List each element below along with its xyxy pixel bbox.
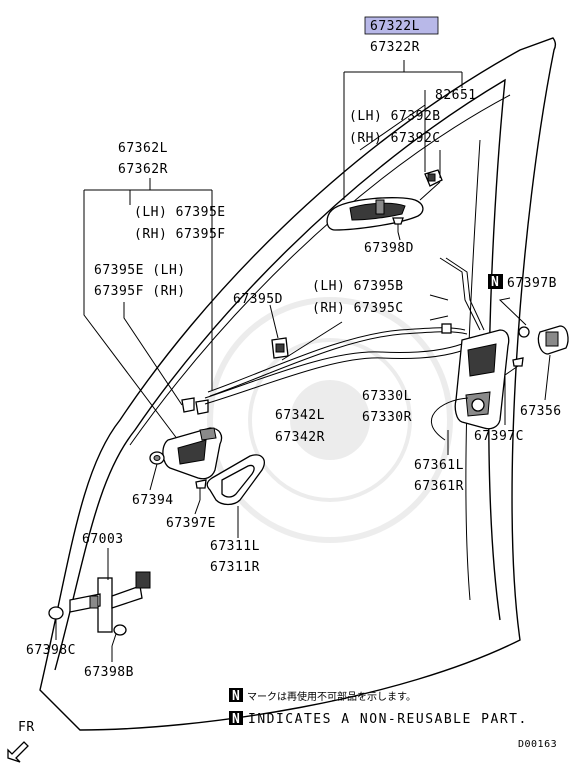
label-67362l[interactable]: 67362L xyxy=(118,141,168,156)
label-82651[interactable]: 82651 xyxy=(435,88,477,103)
label-67395e-right[interactable]: (LH) 67395E xyxy=(134,205,226,220)
bolt-67398b xyxy=(111,624,127,647)
front-arrow-icon xyxy=(7,741,29,763)
front-direction-indicator: FR xyxy=(7,720,35,763)
label-67342r[interactable]: 67342R xyxy=(275,430,325,445)
handle-cover-82651 xyxy=(424,169,443,187)
fr-label: FR xyxy=(18,720,35,735)
label-67395c[interactable]: (RH) 67395C xyxy=(312,301,404,316)
clip-67395e xyxy=(181,397,195,413)
label-67003[interactable]: 67003 xyxy=(82,532,124,547)
label-67361l[interactable]: 67361L xyxy=(414,458,464,473)
label-67398b[interactable]: 67398B xyxy=(84,665,134,680)
legend-symbol-2: N xyxy=(232,712,240,727)
symbol-n-67397b: N xyxy=(491,275,499,290)
label-67311r[interactable]: 67311R xyxy=(210,560,260,575)
label-67397b[interactable]: 67397B xyxy=(507,276,557,291)
reference-code: D00163 xyxy=(518,739,557,750)
label-67362r[interactable]: 67362R xyxy=(118,162,168,177)
selected-part-highlight xyxy=(364,16,439,35)
door-striker xyxy=(537,325,569,355)
label-67398d[interactable]: 67398D xyxy=(364,241,414,256)
clip-67395f xyxy=(195,399,209,415)
label-67397e[interactable]: 67397E xyxy=(166,516,216,531)
screw-67397c xyxy=(504,357,524,376)
label-67330r[interactable]: 67330R xyxy=(362,410,412,425)
label-67311l[interactable]: 67311L xyxy=(210,539,260,554)
label-67330l[interactable]: 67330L xyxy=(362,389,412,404)
door-latch-assembly xyxy=(454,329,510,430)
watermark-emblem xyxy=(207,297,453,543)
inner-door-handle xyxy=(162,427,223,480)
label-67322r[interactable]: 67322R xyxy=(370,40,420,55)
bolt-67398c xyxy=(48,606,64,632)
label-67395d[interactable]: 67395D xyxy=(233,292,283,307)
label-67392b[interactable]: (LH) 67392B xyxy=(349,109,441,124)
legend-english: INDICATES A NON-REUSABLE PART. xyxy=(248,712,528,727)
label-67395f-left[interactable]: 67395F (RH) xyxy=(94,284,186,299)
clip-67395d xyxy=(271,337,289,359)
door-checker xyxy=(69,571,151,633)
legend-symbol-1: N xyxy=(232,689,240,704)
label-67398c[interactable]: 67398C xyxy=(26,643,76,658)
label-67394[interactable]: 67394 xyxy=(132,493,174,508)
label-67397c[interactable]: 67397C xyxy=(474,429,524,444)
non-reusable-legend: N マークは再使用不可部品を示します。 N INDICATES A NON-RE… xyxy=(229,688,528,727)
cap-67394 xyxy=(149,451,165,465)
screw-67398d xyxy=(392,217,404,232)
label-67342l[interactable]: 67342L xyxy=(275,408,325,423)
non-reusable-symbol-67397b xyxy=(488,274,503,289)
screw-67397e xyxy=(195,479,207,500)
inner-handle-bezel xyxy=(206,454,265,506)
label-67392c[interactable]: (RH) 67392C xyxy=(349,131,441,146)
label-67395b[interactable]: (LH) 67395B xyxy=(312,279,404,294)
outer-door-handle xyxy=(326,197,424,231)
label-67361r[interactable]: 67361R xyxy=(414,479,464,494)
clip-67397b xyxy=(518,326,530,338)
label-67395e-left[interactable]: 67395E (LH) xyxy=(94,263,186,278)
label-67395f-right[interactable]: (RH) 67395F xyxy=(134,227,226,242)
rod-clip-67395b xyxy=(441,323,452,334)
legend-japanese: マークは再使用不可部品を示します。 xyxy=(247,690,416,703)
label-67322l[interactable]: 67322L xyxy=(370,19,420,34)
label-67356[interactable]: 67356 xyxy=(520,404,562,419)
